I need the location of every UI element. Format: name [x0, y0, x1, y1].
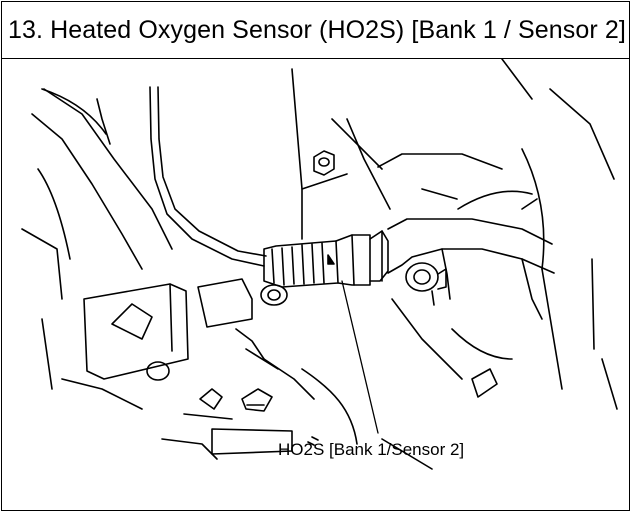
- ho2s-callout-label: HO2S [Bank 1/Sensor 2]: [278, 440, 464, 459]
- ho2s-location-diagram: HO2S [Bank 1/Sensor 2]: [21, 59, 618, 470]
- page-title: 13. Heated Oxygen Sensor (HO2S) [Bank 1 …: [8, 16, 626, 44]
- title-bar: 13. Heated Oxygen Sensor (HO2S) [Bank 1 …: [2, 2, 629, 59]
